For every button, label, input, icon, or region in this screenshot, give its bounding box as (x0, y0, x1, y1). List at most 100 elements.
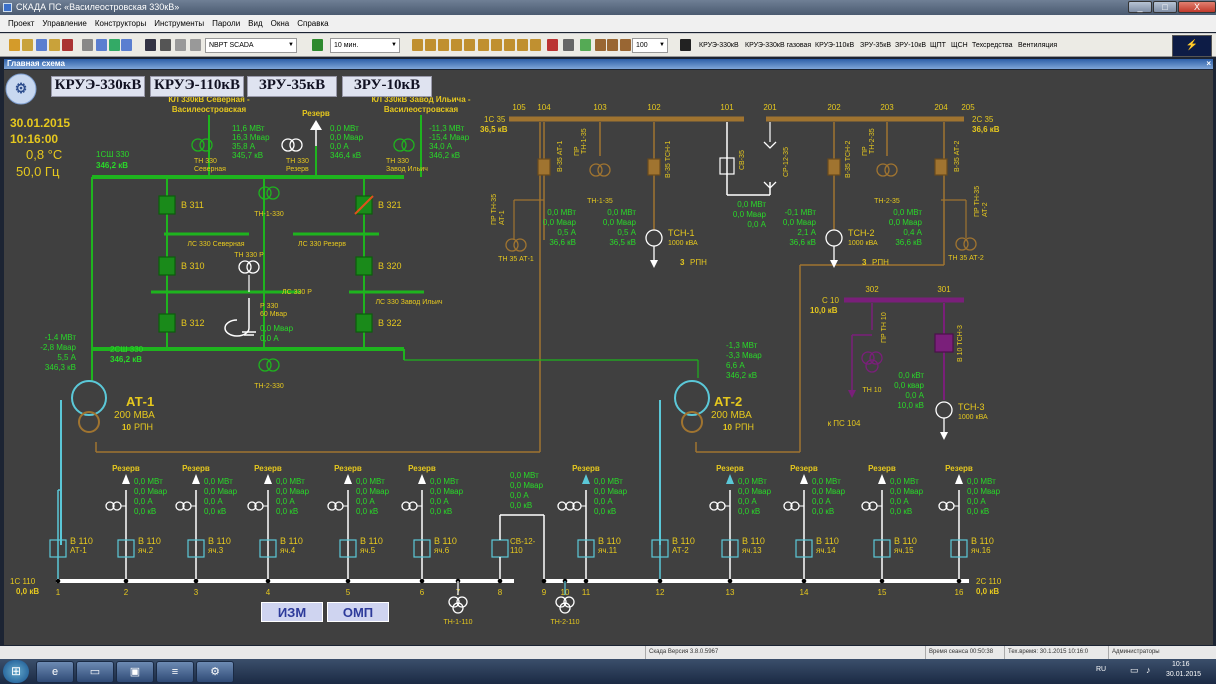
toolbar-tool-3-icon[interactable] (36, 39, 47, 51)
toolbar-tool-16-icon[interactable] (438, 39, 449, 51)
breaker-at1[interactable] (49, 539, 67, 558)
nav-kruje330-button[interactable]: КРУЭ-330кВ (51, 76, 145, 97)
toolbar-tool-15-icon[interactable] (425, 39, 436, 51)
menu-project[interactable]: Проект (8, 19, 35, 28)
link-ventilation[interactable]: Вентиляция (1018, 42, 1058, 49)
tray-clock-time[interactable]: 10:16 (1172, 661, 1190, 668)
menu-passwords[interactable]: Пароли (212, 19, 241, 28)
breaker-f4[interactable] (259, 539, 277, 558)
maximize-button[interactable]: □ (1153, 1, 1177, 13)
toolbar-tool-23-icon[interactable] (530, 39, 541, 51)
breaker-f16[interactable] (950, 539, 968, 558)
toolbar-tool-13-icon[interactable] (190, 39, 201, 51)
link-shsn[interactable]: ЩСН (951, 42, 968, 49)
toolbar-tool-18-icon[interactable] (464, 39, 475, 51)
menu-view[interactable]: Вид (248, 19, 263, 28)
tn1-330-a-icon (258, 186, 272, 200)
nav-kruje110-button[interactable]: КРУЭ-110кВ (150, 76, 244, 97)
toolbar-tool-27-icon[interactable] (595, 39, 606, 51)
tn330-reserve-b-icon (289, 138, 303, 152)
toolbar-tool-24-icon[interactable] (547, 39, 558, 51)
breaker-b310[interactable] (158, 256, 176, 276)
breaker-v35-tsn1[interactable] (647, 158, 661, 176)
link-kruje330-gas[interactable]: КРУЭ-330кВ газовая (745, 42, 812, 49)
breaker-f2[interactable] (117, 539, 135, 558)
toolbar-tool-11-icon[interactable] (160, 39, 171, 51)
toolbar-tool-17-icon[interactable] (451, 39, 462, 51)
toolbar-tool-14-icon[interactable] (412, 39, 423, 51)
link-zru10[interactable]: ЗРУ-10кВ (895, 42, 927, 49)
toolbar-tool-30-icon[interactable] (680, 39, 691, 51)
link-shpt[interactable]: ЩПТ (930, 42, 946, 49)
breaker-f14[interactable] (795, 539, 813, 558)
breaker-v35-at1[interactable] (537, 158, 551, 176)
toolbar-tool-4-icon[interactable] (49, 39, 60, 51)
toolbar-tool-5-icon[interactable] (62, 39, 73, 51)
toolbar-tool-12-icon[interactable] (175, 39, 186, 51)
database-combo[interactable]: NBPT SCADA (205, 38, 297, 53)
menu-tools[interactable]: Инструменты (154, 19, 205, 28)
breaker-sv35[interactable] (719, 157, 735, 175)
nav-zru35-button[interactable]: ЗРУ-35кВ (247, 76, 337, 97)
breaker-v35-at2[interactable] (934, 158, 948, 176)
tray-language[interactable]: RU (1096, 666, 1107, 673)
child-close-icon[interactable]: × (1206, 59, 1211, 68)
link-zru35[interactable]: ЗРУ-35кВ (860, 42, 892, 49)
taskbar-ie-icon[interactable]: e (36, 661, 74, 683)
breaker-f3[interactable] (187, 539, 205, 558)
toolbar-tool-7-icon[interactable] (96, 39, 107, 51)
minimize-button[interactable]: _ (1128, 1, 1152, 13)
tray-volume-icon[interactable]: ♪ (1146, 665, 1151, 675)
izm-button[interactable]: ИЗМ (261, 602, 323, 622)
menu-control[interactable]: Управление (42, 19, 87, 28)
tray-clock-date[interactable]: 30.01.2015 (1166, 671, 1202, 678)
breaker-f15[interactable] (873, 539, 891, 558)
breaker-sv12-110[interactable] (491, 539, 509, 558)
close-button[interactable]: X (1178, 1, 1216, 13)
line-ilyich-label-2: Василеостровская (384, 105, 459, 114)
toolbar-tool-22-icon[interactable] (517, 39, 528, 51)
toolbar-tool-1-icon[interactable] (9, 39, 20, 51)
start-button[interactable]: ⊞ (3, 660, 29, 683)
toolbar-tool-6-icon[interactable] (82, 39, 93, 51)
link-kruje330[interactable]: КРУЭ-330кВ (699, 42, 739, 49)
breaker-f5[interactable] (339, 539, 357, 558)
toolbar-tool-19-icon[interactable] (478, 39, 489, 51)
toolbar-tool-10-icon[interactable] (145, 39, 156, 51)
zoom-combo[interactable]: 100 (632, 38, 668, 53)
omp-button[interactable]: ОМП (327, 602, 389, 622)
breaker-b322[interactable] (355, 313, 373, 333)
toolbar-tool-28-icon[interactable] (607, 39, 618, 51)
menu-windows[interactable]: Окна (270, 19, 290, 28)
taskbar-save-icon[interactable]: ▣ (116, 661, 154, 683)
breaker-at2[interactable] (651, 539, 669, 558)
toolbar-tool-9-icon[interactable] (121, 39, 132, 51)
taskbar-scada-icon[interactable]: ≡ (156, 661, 194, 683)
breaker-b312[interactable] (158, 313, 176, 333)
menu-help[interactable]: Справка (297, 19, 329, 28)
breaker-f13[interactable] (721, 539, 739, 558)
taskbar-folder-icon[interactable]: ▭ (76, 661, 114, 683)
breaker-b311[interactable] (158, 195, 176, 215)
breaker-b320[interactable] (355, 256, 373, 276)
tray-network-icon[interactable]: ▭ (1130, 665, 1139, 675)
link-kruje110[interactable]: КРУЭ-110кВ (815, 42, 855, 49)
feeder-f14-meas-4: 0,0 кВ (812, 507, 834, 516)
menu-constructors[interactable]: Конструкторы (94, 19, 147, 28)
link-techsredstva[interactable]: Техсредства (972, 42, 1013, 49)
toolbar-tool-20-icon[interactable] (491, 39, 502, 51)
toolbar-tool-8-icon[interactable] (109, 39, 120, 51)
period-combo[interactable]: 10 мин. (330, 38, 400, 53)
nav-zru10-button[interactable]: ЗРУ-10кВ (342, 76, 432, 97)
toolbar-tool-25-icon[interactable] (563, 39, 574, 51)
toolbar-tool-21-icon[interactable] (504, 39, 515, 51)
breaker-v10-tsn3[interactable] (934, 333, 954, 353)
breaker-v35-tsn2[interactable] (827, 158, 841, 176)
breaker-f11[interactable] (577, 539, 595, 558)
toolbar-tool-2-icon[interactable] (22, 39, 33, 51)
toolbar-tool-29-icon[interactable] (620, 39, 631, 51)
lock-icon[interactable] (312, 39, 323, 51)
taskbar-tool-icon[interactable]: ⚙ (196, 661, 234, 683)
toolbar-tool-26-icon[interactable] (580, 39, 591, 51)
breaker-f6[interactable] (413, 539, 431, 558)
